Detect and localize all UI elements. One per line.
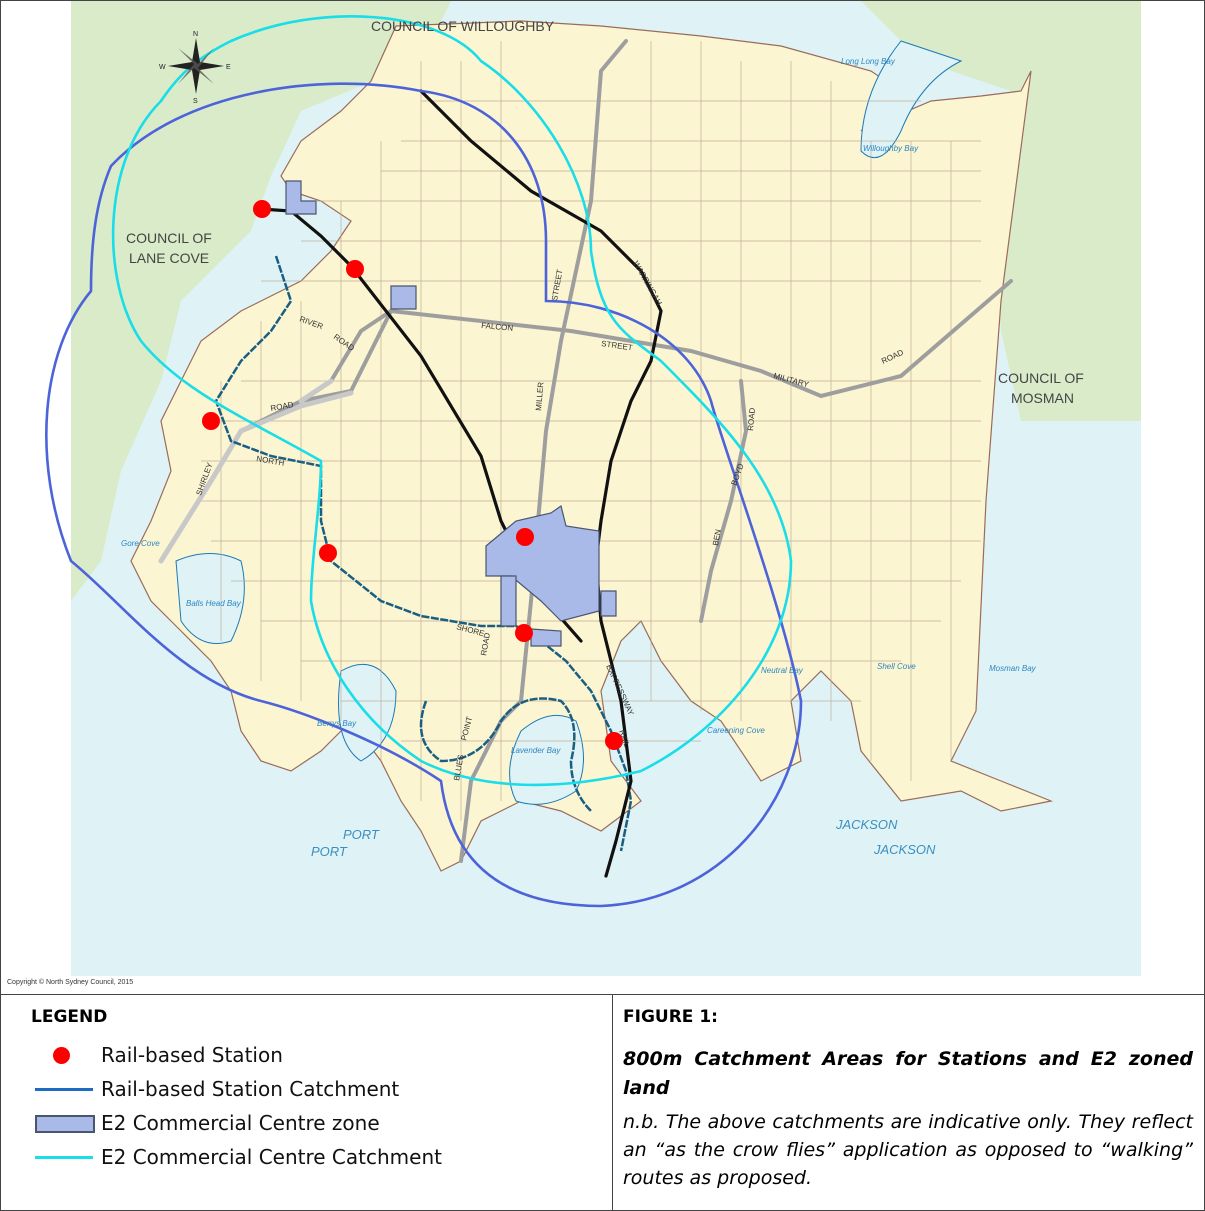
label-lavender-bay: Lavender Bay: [511, 746, 561, 755]
zone-box-icon: [31, 1109, 101, 1137]
label-mosman-bay: Mosman Bay: [989, 664, 1037, 673]
compass-rose-icon: N S E W: [159, 31, 231, 105]
label-road-ben: ROAD: [746, 407, 757, 431]
e2-zones: [285, 180, 617, 647]
label-jackson-1: JACKSON: [835, 817, 898, 832]
legend-item-station-catchment: Rail-based Station Catchment: [31, 1075, 399, 1103]
e2-catchments: [111, 15, 793, 787]
e2-zone-crows-nest: [390, 285, 417, 310]
figure-note: n.b. The above catchments are indicative…: [623, 1111, 1193, 1189]
legend-item-label: Rail-based Station Catchment: [101, 1077, 400, 1101]
station-crows-nest-north: [346, 260, 364, 278]
bottom-panel: LEGEND Rail-based Station Rail-based Sta…: [1, 994, 1204, 1211]
label-ben: BEN: [711, 528, 723, 546]
label-neutral-bay: Neutral Bay: [761, 666, 804, 675]
falcon-military-road: [389, 279, 1013, 399]
label-road: ROAD: [270, 400, 295, 413]
legend-title: LEGEND: [31, 1007, 108, 1027]
legend-item-e2-catchment: E2 Commercial Centre Catchment: [31, 1143, 442, 1171]
warringah-expressway: [419, 89, 663, 878]
stations: [202, 200, 623, 750]
label-shell-cove: Shell Cove: [877, 662, 916, 671]
compass-n: N: [193, 31, 198, 38]
e2-zone-waverton: [285, 180, 317, 215]
label-gore-cove: Gore Cove: [121, 539, 160, 548]
label-willoughby-bay: Willoughby Bay: [863, 144, 919, 153]
legend-item-label: Rail-based Station: [101, 1043, 283, 1067]
label-street2: STREET: [601, 339, 634, 352]
major-roads: [159, 39, 1013, 863]
legend-item-label: E2 Commercial Centre zone: [101, 1111, 380, 1135]
outside-land-west: [71, 1, 451, 601]
blue-line-icon: [31, 1075, 101, 1103]
figure-caption-panel: FIGURE 1: 800m Catchment Areas for Stati…: [613, 995, 1204, 1211]
cyan-line-icon: [31, 1143, 101, 1171]
e2-zone-milsons: [530, 628, 562, 647]
legend-item-e2-zone: E2 Commercial Centre zone: [31, 1109, 380, 1137]
label-road-pacific: ROAD: [479, 632, 492, 657]
label-lane-cove-1: COUNCIL OF: [126, 230, 212, 246]
station-north-sydney: [515, 624, 533, 642]
station-wollstonecraft-west: [253, 200, 271, 218]
map-canvas: N S E W COUNCIL OF WILLOUGHBY COUNCIL OF…: [45, 1, 1141, 976]
label-blues: BLUES: [452, 754, 465, 781]
label-jackson-2: JACKSON: [873, 842, 936, 857]
legend-item-label: E2 Commercial Centre Catchment: [101, 1145, 442, 1169]
legend-panel: LEGEND Rail-based Station Rail-based Sta…: [1, 995, 613, 1211]
label-miller: MILLER: [534, 381, 546, 411]
figure-subtitle: 800m Catchment Areas for Stations and E2…: [623, 1048, 1193, 1099]
compass-w: W: [159, 64, 166, 71]
station-waverton: [202, 412, 220, 430]
legend-item-station: Rail-based Station: [31, 1041, 283, 1069]
label-berrys-bay: Berrys Bay: [317, 719, 357, 728]
label-willoughby: COUNCIL OF WILLOUGHBY: [371, 18, 555, 34]
label-mosman-1: COUNCIL OF: [998, 370, 1084, 386]
station-wollstonecraft: [319, 544, 337, 562]
figure-title: FIGURE 1:: [623, 1007, 718, 1027]
miller-street: [519, 39, 628, 703]
label-port-2: PORT: [311, 844, 348, 859]
ben-boyd-road: [699, 379, 749, 623]
label-mosman-2: MOSMAN: [1011, 390, 1074, 406]
station-catchments: [45, 82, 803, 908]
compass-e: E: [226, 64, 231, 71]
rail-line: [214, 255, 633, 852]
compass-s: S: [193, 98, 198, 105]
station-dot-icon: [31, 1041, 101, 1069]
label-falcon: FALCON: [481, 321, 514, 333]
willoughby-bay-water: [860, 40, 963, 159]
label-long-bay: Long Long Bay: [841, 57, 896, 66]
copyright-note: Copyright © North Sydney Council, 2015: [7, 979, 134, 986]
e2-zone-north-sydney-strip: [500, 575, 517, 627]
e2-zone-neutral: [600, 590, 617, 617]
minor-light-roads: [158, 378, 354, 564]
station-north-sydney-upper: [516, 528, 534, 546]
label-port-1: PORT: [343, 827, 380, 842]
label-careening-cove: Careening Cove: [707, 726, 765, 735]
label-lane-cove-2: LANE COVE: [129, 250, 209, 266]
balls-head-bay-water: [175, 553, 245, 644]
label-balls-head: Balls Head Bay: [186, 599, 242, 608]
station-milsons-point: [605, 732, 623, 750]
